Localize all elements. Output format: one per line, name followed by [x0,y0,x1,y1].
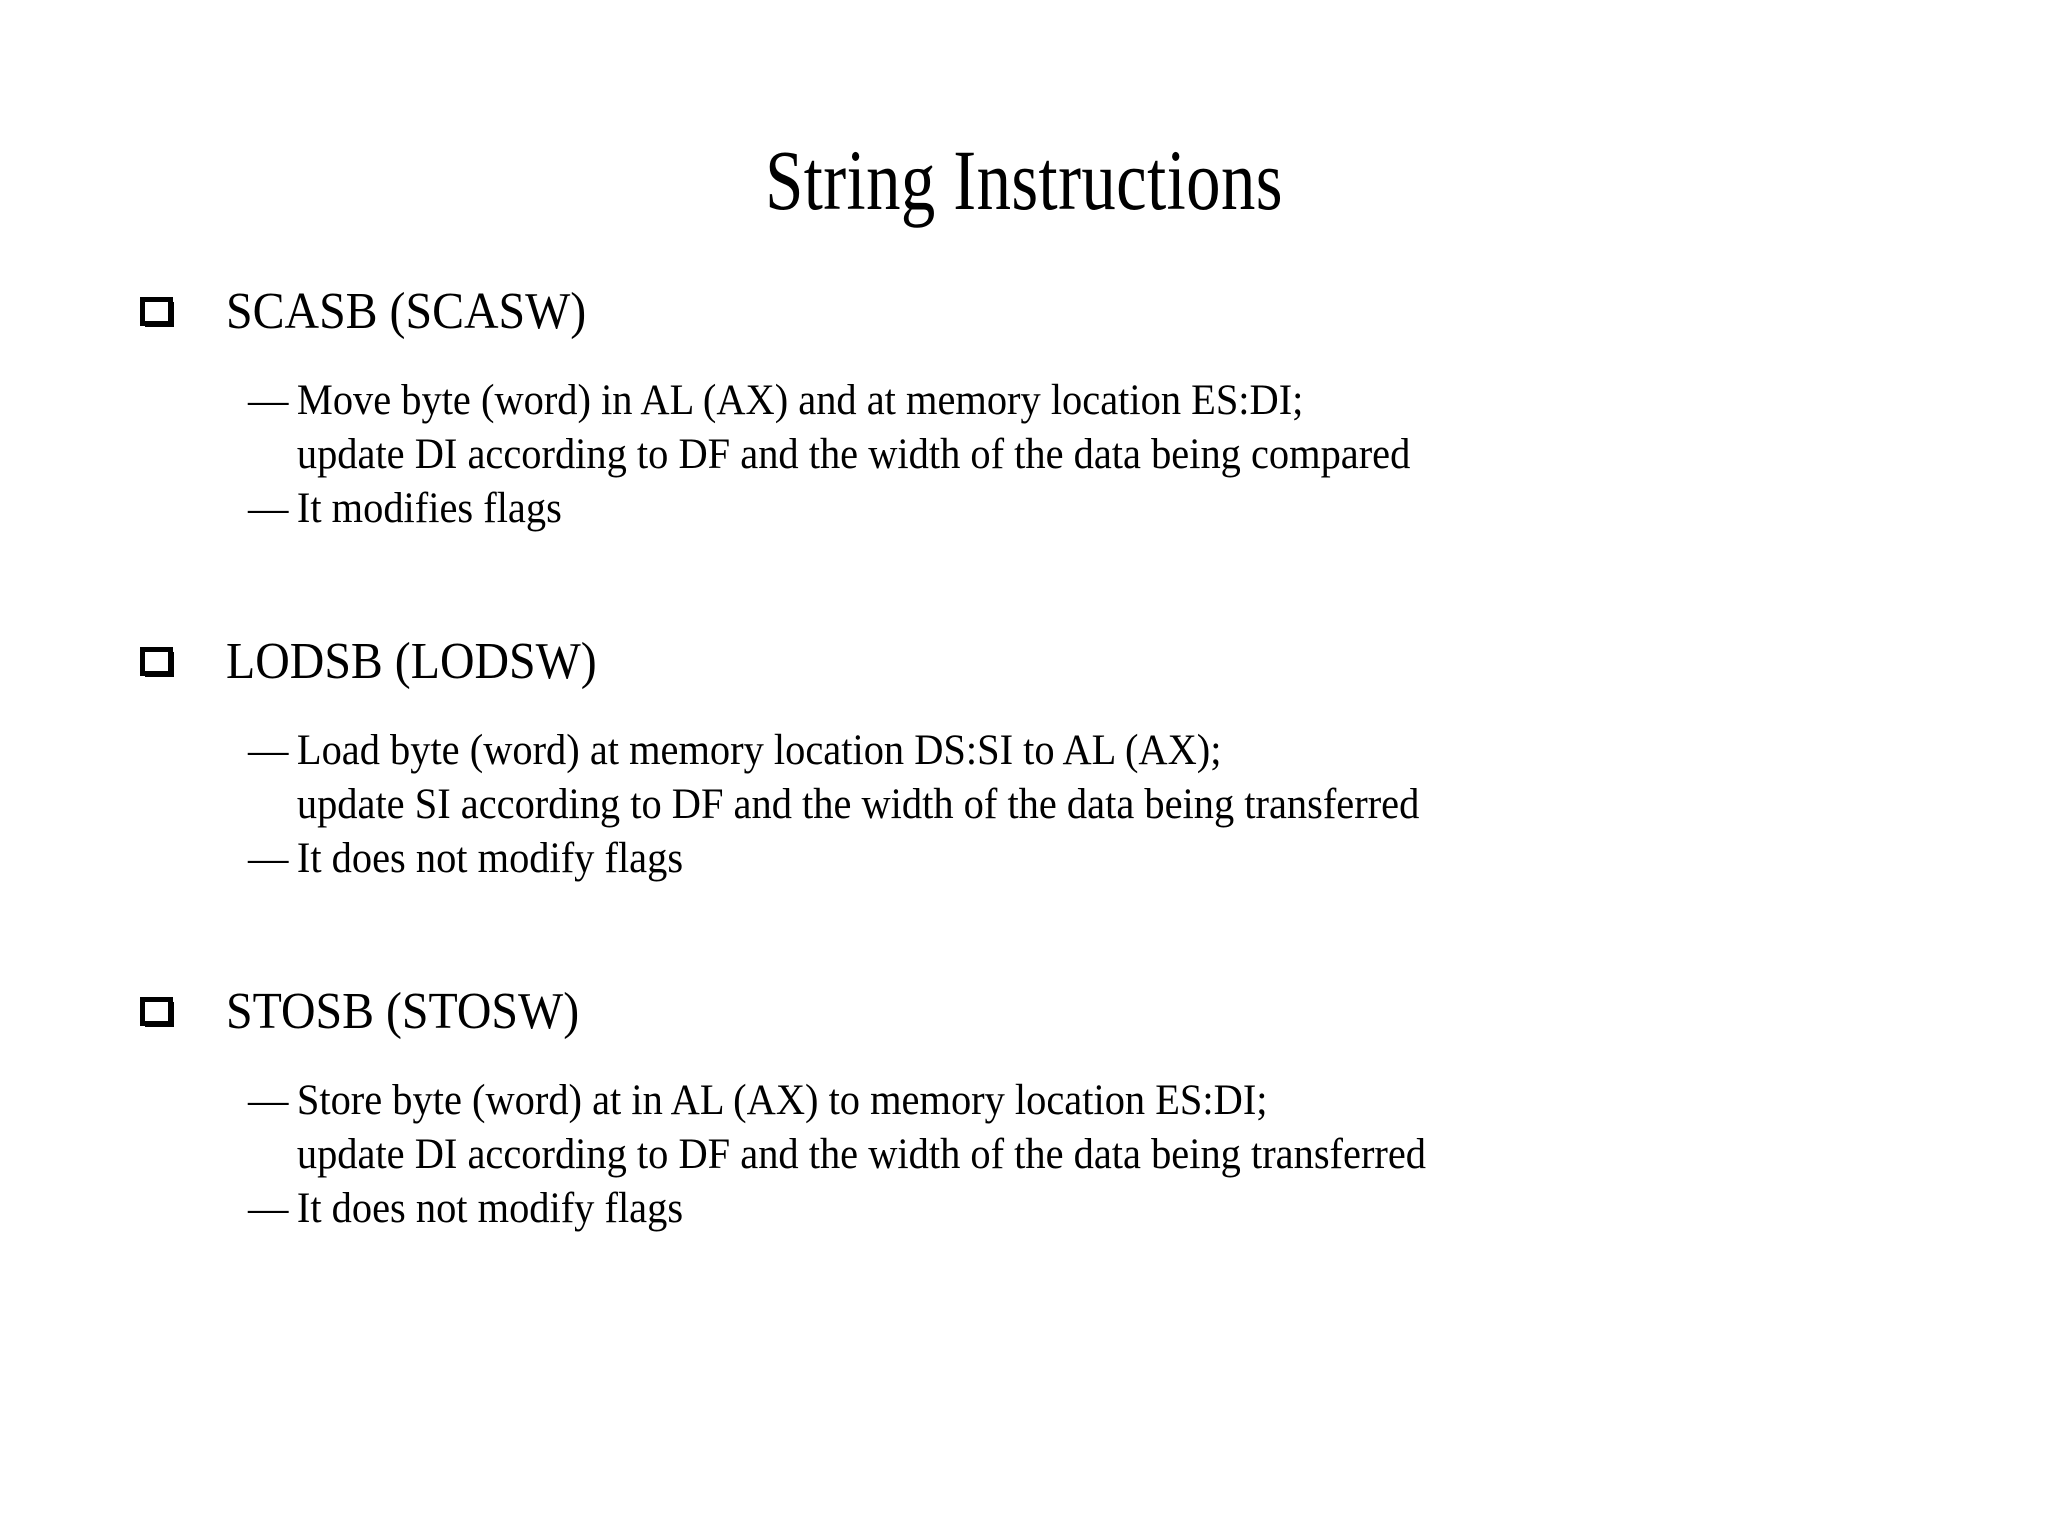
sub-bullet-list-stosb: —Store byte (word) at in AL (AX) to memo… [0,1074,2048,1236]
em-dash-marker: — [248,727,289,774]
em-dash-marker: — [248,1077,289,1124]
sub-bullet-item: —It does not modify flags [248,832,1940,886]
em-dash-marker: — [248,377,289,424]
sub-bullet-text: Move byte (word) in AL (AX) and at memor… [296,377,1304,424]
sub-bullet-text: It modifies flags [296,485,562,532]
bullet-item-lodsb[interactable]: LODSB (LODSW) [0,636,2048,698]
bullet-item-label: SCASB (SCASW) [226,283,587,340]
bullet-item-label: LODSB (LODSW) [226,633,597,690]
sub-bullet-continuation: update SI according to DF and the width … [296,781,1420,828]
hollow-square-bullet-icon [140,297,174,327]
bullet-group-scasb: SCASB (SCASW) —Move byte (word) in AL (A… [0,286,2048,536]
sub-bullet-item: —Store byte (word) at in AL (AX) to memo… [248,1074,1940,1128]
sub-bullet-item: —Load byte (word) at memory location DS:… [248,724,1940,778]
sub-bullet-item: —Move byte (word) in AL (AX) and at memo… [248,374,1940,428]
sub-bullet-list-scasb: —Move byte (word) in AL (AX) and at memo… [0,374,2048,536]
bullet-item-stosb[interactable]: STOSB (STOSW) [0,986,2048,1048]
em-dash-marker: — [248,1185,289,1232]
bullet-group-lodsb: LODSB (LODSW) —Load byte (word) at memor… [0,636,2048,886]
em-dash-marker: — [248,835,289,882]
hollow-square-bullet-icon [140,997,174,1027]
sub-bullet-continuation: update DI according to DF and the width … [296,431,1411,478]
sub-bullet-text: Load byte (word) at memory location DS:S… [296,727,1222,774]
hollow-square-bullet-icon [140,647,174,677]
sub-bullet-text: It does not modify flags [296,1185,684,1232]
page-title: String Instructions [765,132,1283,228]
bullet-item-label: STOSB (STOSW) [226,983,580,1040]
bullet-group-stosb: STOSB (STOSW) —Store byte (word) at in A… [0,986,2048,1236]
bullet-item-scasb[interactable]: SCASB (SCASW) [0,286,2048,348]
sub-bullet-text: Store byte (word) at in AL (AX) to memor… [296,1077,1268,1124]
sub-bullet-item: —It modifies flags [248,482,1940,536]
sub-bullet-item: —It does not modify flags [248,1182,1940,1236]
sub-bullet-list-lodsb: —Load byte (word) at memory location DS:… [0,724,2048,886]
sub-bullet-continuation: update DI according to DF and the width … [296,1131,1427,1178]
em-dash-marker: — [248,485,289,532]
sub-bullet-text: It does not modify flags [296,835,684,882]
slide-body: SCASB (SCASW) —Move byte (word) in AL (A… [0,286,2048,1236]
